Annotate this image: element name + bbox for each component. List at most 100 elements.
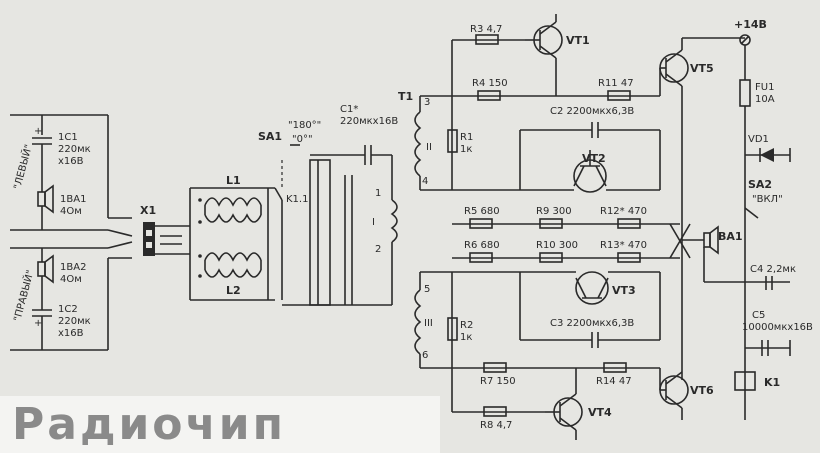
svg-text:10A: 10A — [755, 94, 775, 105]
svg-text:+: + — [34, 318, 42, 329]
svg-text:3: 3 — [424, 97, 430, 108]
svg-text:1к: 1к — [460, 332, 472, 343]
coils-l1-l2: L1 L2 — [189, 174, 275, 301]
watermark-text: Радиочип — [12, 399, 286, 450]
switch-sa2-icon — [744, 207, 759, 219]
resistor-r14 — [603, 362, 627, 373]
svg-text:+: + — [34, 126, 42, 137]
svg-text:K1.1: K1.1 — [286, 194, 308, 205]
svg-text:C5: C5 — [752, 310, 765, 321]
svg-text:L2: L2 — [226, 284, 241, 297]
svg-text:III: III — [424, 318, 433, 329]
svg-text:VD1: VD1 — [748, 134, 769, 145]
svg-text:"0°": "0°" — [292, 134, 313, 145]
svg-text:1: 1 — [375, 188, 381, 199]
svg-text:VT1: VT1 — [566, 34, 590, 47]
svg-text:4Ом: 4Ом — [60, 274, 82, 285]
svg-text:II: II — [426, 142, 432, 153]
svg-text:L1: L1 — [226, 174, 241, 187]
diode-vd1-icon — [760, 148, 774, 162]
svg-text:R13* 470: R13* 470 — [600, 240, 647, 251]
resistor-r1 — [447, 129, 458, 153]
resistor-r3 — [475, 34, 499, 45]
svg-text:SA2: SA2 — [748, 178, 772, 191]
svg-text:220мк: 220мк — [58, 144, 91, 155]
speaker-1ba2-icon — [37, 261, 46, 277]
input-section: + 1C1 220мк x16B "ЛЕВЫЙ" 1BA1 4Ом 1BA2 4… — [10, 114, 133, 351]
svg-text:R11 47: R11 47 — [598, 78, 634, 89]
winding-ii-icon — [414, 111, 422, 177]
svg-text:VT5: VT5 — [690, 62, 714, 75]
svg-text:10000мкx16B: 10000мкx16B — [742, 322, 813, 333]
svg-text:R12* 470: R12* 470 — [600, 206, 647, 217]
switch-sa1: SA1 "180°" "0°" K1.1 — [258, 120, 321, 300]
transformer-t1: T1 3 II 4 5 III 6 — [398, 90, 452, 369]
coil-l2-icon — [204, 252, 262, 262]
svg-text:I: I — [372, 217, 375, 228]
svg-text:R2: R2 — [460, 320, 473, 331]
svg-text:1BA2: 1BA2 — [60, 262, 86, 273]
speaker-ba1-icon — [703, 232, 711, 248]
resistor-r8 — [483, 406, 507, 417]
resistor-r12 — [617, 218, 641, 229]
svg-text:4Ом: 4Ом — [60, 206, 82, 217]
svg-text:C2 2200мкx6,3B: C2 2200мкx6,3B — [550, 106, 634, 117]
fuse-fu1-icon — [739, 79, 751, 107]
svg-text:5: 5 — [424, 284, 430, 295]
winding-iii-icon — [414, 289, 422, 355]
transformer-primary: C1* 220мкx16B 1 I 2 — [282, 104, 398, 306]
resistor-r13 — [617, 252, 641, 263]
svg-text:VT4: VT4 — [588, 406, 612, 419]
svg-text:6: 6 — [422, 350, 428, 361]
svg-text:R6 680: R6 680 — [464, 240, 500, 251]
svg-text:VT3: VT3 — [612, 284, 636, 297]
resistor-r10 — [539, 252, 563, 263]
svg-text:VT6: VT6 — [690, 384, 714, 397]
resistor-r5 — [469, 218, 493, 229]
svg-text:R9 300: R9 300 — [536, 206, 572, 217]
svg-text:x16B: x16B — [58, 328, 84, 339]
svg-text:R8 4,7: R8 4,7 — [480, 420, 512, 431]
label-1c1: 1C1 — [58, 132, 78, 143]
amplifier-network: R3 4,7 VT1 R4 150 R11 47 VT5 R1 1к C2 — [447, 14, 790, 440]
svg-text:R10 300: R10 300 — [536, 240, 578, 251]
svg-text:1BA1: 1BA1 — [60, 194, 86, 205]
svg-text:X1: X1 — [140, 204, 156, 217]
svg-text:220мкx16B: 220мкx16B — [340, 116, 398, 127]
svg-text:R1: R1 — [460, 132, 473, 143]
svg-text:C4 2,2мк: C4 2,2мк — [750, 264, 796, 275]
resistor-r4 — [477, 90, 501, 101]
svg-text:C1*: C1* — [340, 104, 358, 115]
watermark: Радиочип — [0, 396, 440, 453]
primary-winding-icon — [390, 199, 398, 243]
relay-k1-icon — [734, 371, 756, 391]
svg-text:BA1: BA1 — [718, 230, 743, 243]
resistor-r9 — [539, 218, 563, 229]
svg-text:FU1: FU1 — [755, 82, 774, 93]
speaker-1ba1-icon — [37, 191, 46, 207]
svg-text:"ВКЛ": "ВКЛ" — [752, 194, 783, 205]
svg-text:4: 4 — [422, 176, 428, 187]
label-1c2: 1C2 — [58, 304, 78, 315]
svg-text:+14B: +14B — [734, 18, 767, 31]
svg-text:220мк: 220мк — [58, 316, 91, 327]
resistor-r11 — [607, 90, 631, 101]
svg-text:R5 680: R5 680 — [464, 206, 500, 217]
svg-text:C3 2200мкx6,3B: C3 2200мкx6,3B — [550, 318, 634, 329]
svg-text:"180°": "180°" — [288, 120, 321, 131]
connector-x1: X1 — [140, 204, 190, 256]
svg-text:R4 150: R4 150 — [472, 78, 508, 89]
svg-text:R7 150: R7 150 — [480, 376, 516, 387]
svg-text:K1: K1 — [764, 376, 780, 389]
svg-text:x16B: x16B — [58, 156, 84, 167]
label-right-channel: "ПРАВЫЙ" — [10, 268, 36, 322]
svg-text:SA1: SA1 — [258, 130, 282, 143]
resistor-r2 — [447, 317, 458, 341]
svg-text:1к: 1к — [460, 144, 472, 155]
svg-text:R14 47: R14 47 — [596, 376, 632, 387]
transistor-vt3-icon — [575, 271, 609, 305]
power-section: +14B FU1 10A VD1 SA2 "ВКЛ" C4 2,2мк C5 1… — [734, 18, 813, 420]
svg-text:VT2: VT2 — [582, 152, 606, 165]
